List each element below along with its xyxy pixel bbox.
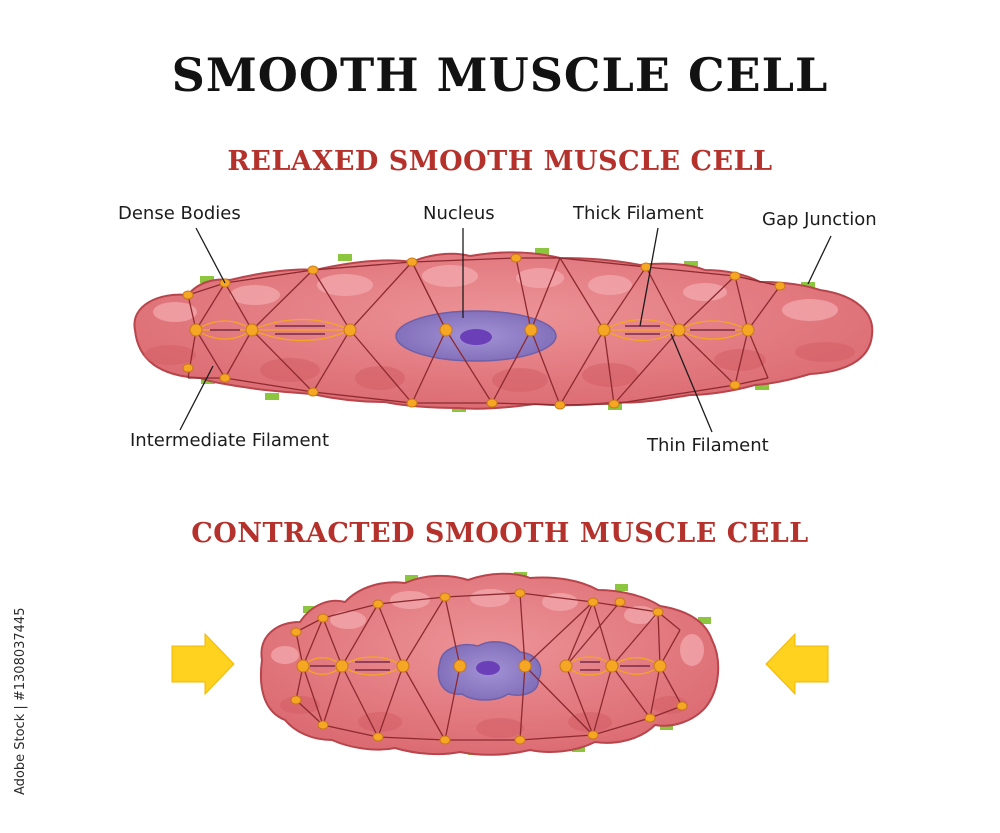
contracted-cell bbox=[259, 572, 720, 756]
label-thick-filament: Thick Filament bbox=[573, 203, 704, 224]
relaxed-nucleolus bbox=[460, 329, 492, 345]
contracted-lobe-highlights bbox=[271, 589, 704, 666]
right-compression-arrow-icon bbox=[765, 632, 829, 696]
label-dense-bodies: Dense Bodies bbox=[118, 203, 241, 224]
relaxed-heading: RELAXED SMOOTH MUSCLE CELL bbox=[227, 146, 773, 177]
label-nucleus: Nucleus bbox=[423, 203, 495, 224]
relaxed-lobe-shadows bbox=[144, 342, 855, 392]
label-gap-junction: Gap Junction bbox=[762, 209, 877, 230]
contracted-nucleolus bbox=[476, 661, 500, 675]
relaxed-label-pointers bbox=[179, 227, 832, 433]
contracted-intermediate-filaments bbox=[295, 592, 683, 741]
stock-watermark-text: Adobe Stock | #1308037445 bbox=[13, 608, 28, 795]
stock-watermark: Adobe Stock | #1308037445 bbox=[13, 608, 28, 795]
contracted-heading: CONTRACTED SMOOTH MUSCLE CELL bbox=[191, 518, 809, 549]
relaxed-lobe-highlights bbox=[153, 265, 838, 322]
main-title: SMOOTH MUSCLE CELL bbox=[171, 48, 829, 102]
label-intermediate-filament: Intermediate Filament bbox=[130, 430, 330, 451]
left-compression-arrow-icon bbox=[171, 632, 235, 696]
label-thin-filament: Thin Filament bbox=[647, 435, 769, 456]
relaxed-dense-bodies bbox=[182, 253, 786, 410]
contracted-dense-bodies bbox=[290, 588, 688, 745]
relaxed-cell bbox=[133, 248, 874, 412]
relaxed-thick-filaments bbox=[210, 325, 735, 335]
contracted-thick-filaments bbox=[310, 661, 650, 671]
